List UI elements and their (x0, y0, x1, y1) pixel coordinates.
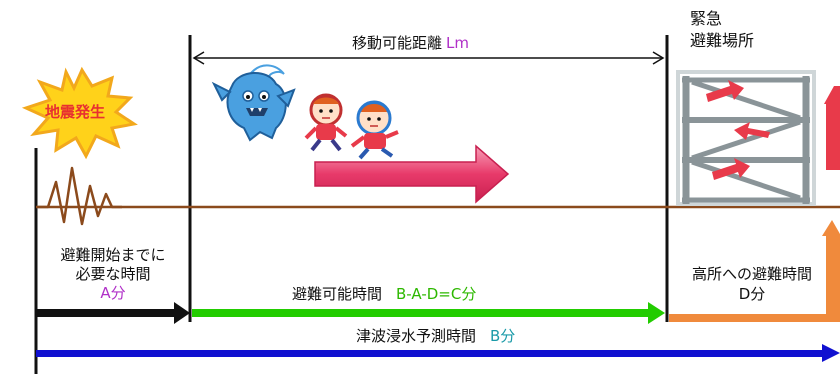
prep-time-value: A分 (100, 284, 126, 302)
up-arrow (824, 86, 840, 170)
tsunami-time-arrow (36, 344, 840, 362)
tsunami-time-value: B分 (490, 327, 516, 345)
height-time-text: 高所への避難時間 (691, 265, 812, 283)
seismic-wave (38, 166, 122, 226)
pink-arrow (314, 144, 510, 204)
explosion-starburst (21, 66, 138, 160)
tsunami-time-label: 津波浸水予測時間 B分 (356, 327, 515, 345)
shelter-label: 緊急 避難場所 (690, 8, 754, 52)
shelter-line2: 避難場所 (690, 31, 755, 50)
distance-text: 移動可能距離 (352, 34, 443, 52)
evac-time-formula: B-A-D=C分 (396, 285, 477, 303)
earthquake-label: 地震発生 (45, 103, 106, 121)
tsunami-time-text: 津波浸水予測時間 (356, 327, 477, 345)
height-time-label: 高所への避難時間 D分 (672, 264, 832, 304)
prep-time-line1: 避難開始までに (60, 246, 166, 264)
height-time-value: D分 (738, 285, 766, 303)
shelter-line1: 緊急 (690, 9, 723, 28)
prep-time-line2: 必要な時間 (75, 265, 151, 283)
evac-time-label: 避難可能時間 B-A-D=C分 (292, 285, 476, 303)
distance-arrow (192, 51, 665, 65)
child-icon (350, 100, 399, 160)
building-icon (676, 70, 816, 206)
child-icon (304, 93, 348, 152)
prep-time-arrow (36, 302, 190, 324)
distance-var: Lm (446, 34, 469, 52)
evac-time-arrow (192, 302, 665, 324)
monster-icon (211, 64, 296, 142)
evac-time-text: 避難可能時間 (292, 285, 383, 303)
prep-time-label: 避難開始までに 必要な時間 A分 (38, 246, 188, 303)
